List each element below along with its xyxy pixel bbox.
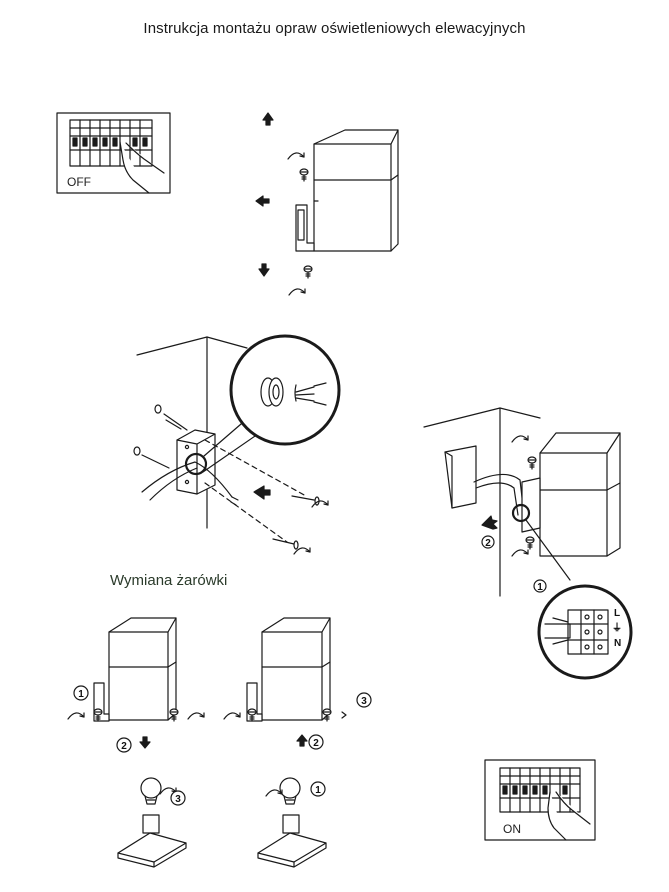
screw-icon	[299, 168, 309, 182]
step-number: 3	[175, 794, 181, 805]
wall-mounting-view	[133, 334, 341, 555]
rotate-arrow-icon	[223, 712, 241, 720]
bulb-replacement-right: 3 2 1	[223, 617, 372, 868]
rotate-arrow-icon	[67, 712, 85, 720]
arrow-up-icon	[296, 734, 308, 747]
arrow-up-icon	[262, 112, 274, 126]
section-title-bulb-replacement: Wymiana żarówki	[110, 572, 228, 589]
arrow-down-icon	[139, 736, 151, 749]
step-number: 1	[537, 582, 543, 593]
screw-icon	[154, 404, 188, 431]
rotate-arrow-icon	[511, 549, 529, 557]
arrow-left-icon	[255, 195, 270, 207]
hand-icon	[547, 791, 591, 841]
hand-icon	[119, 141, 165, 194]
bulb-replacement-left: 1 2 3	[67, 617, 205, 868]
step-number: 3	[361, 696, 367, 707]
breaker-panel-icon	[499, 767, 581, 813]
screw-icon	[527, 456, 537, 470]
wiring-connection-view: 2 1 L ⏚ N	[423, 407, 633, 680]
breaker-panel-on: ON	[484, 759, 596, 841]
bulb-icon	[140, 777, 162, 805]
screw-icon	[322, 708, 332, 722]
on-label: ON	[503, 822, 521, 836]
terminal-label-n: N	[614, 638, 621, 649]
screw-icon	[303, 265, 313, 279]
rotate-arrow-icon	[288, 288, 306, 296]
arrow-icon	[481, 515, 498, 530]
arrow-down-icon	[258, 263, 270, 277]
step-number: 2	[313, 738, 319, 749]
rotate-arrow-icon	[311, 500, 329, 508]
step-number: 2	[121, 741, 127, 752]
screw-icon	[169, 708, 179, 722]
step-number: 2	[485, 538, 491, 549]
lamp-exploded-view	[255, 112, 399, 296]
terminal-label-earth: ⏚	[612, 622, 622, 634]
bulb-icon	[279, 777, 301, 805]
magnifier-circle-icon	[229, 334, 341, 446]
page-title: Instrukcja montażu opraw oświetleniowych…	[143, 20, 526, 37]
terminal-label-l: L	[614, 608, 620, 619]
terminal-block-icon	[544, 609, 609, 655]
step-number: 1	[315, 785, 321, 796]
screw-icon	[133, 446, 170, 469]
off-label: OFF	[67, 175, 91, 189]
rotate-arrow-icon	[511, 435, 529, 443]
rotate-arrow-icon	[187, 712, 205, 720]
rotate-arrow-icon	[265, 789, 283, 797]
breaker-panel-off: OFF	[56, 112, 171, 194]
rotate-arrow-icon	[287, 152, 305, 160]
arrow-left-icon	[253, 485, 271, 500]
screw-icon	[525, 536, 535, 550]
step-number: 1	[78, 689, 84, 700]
